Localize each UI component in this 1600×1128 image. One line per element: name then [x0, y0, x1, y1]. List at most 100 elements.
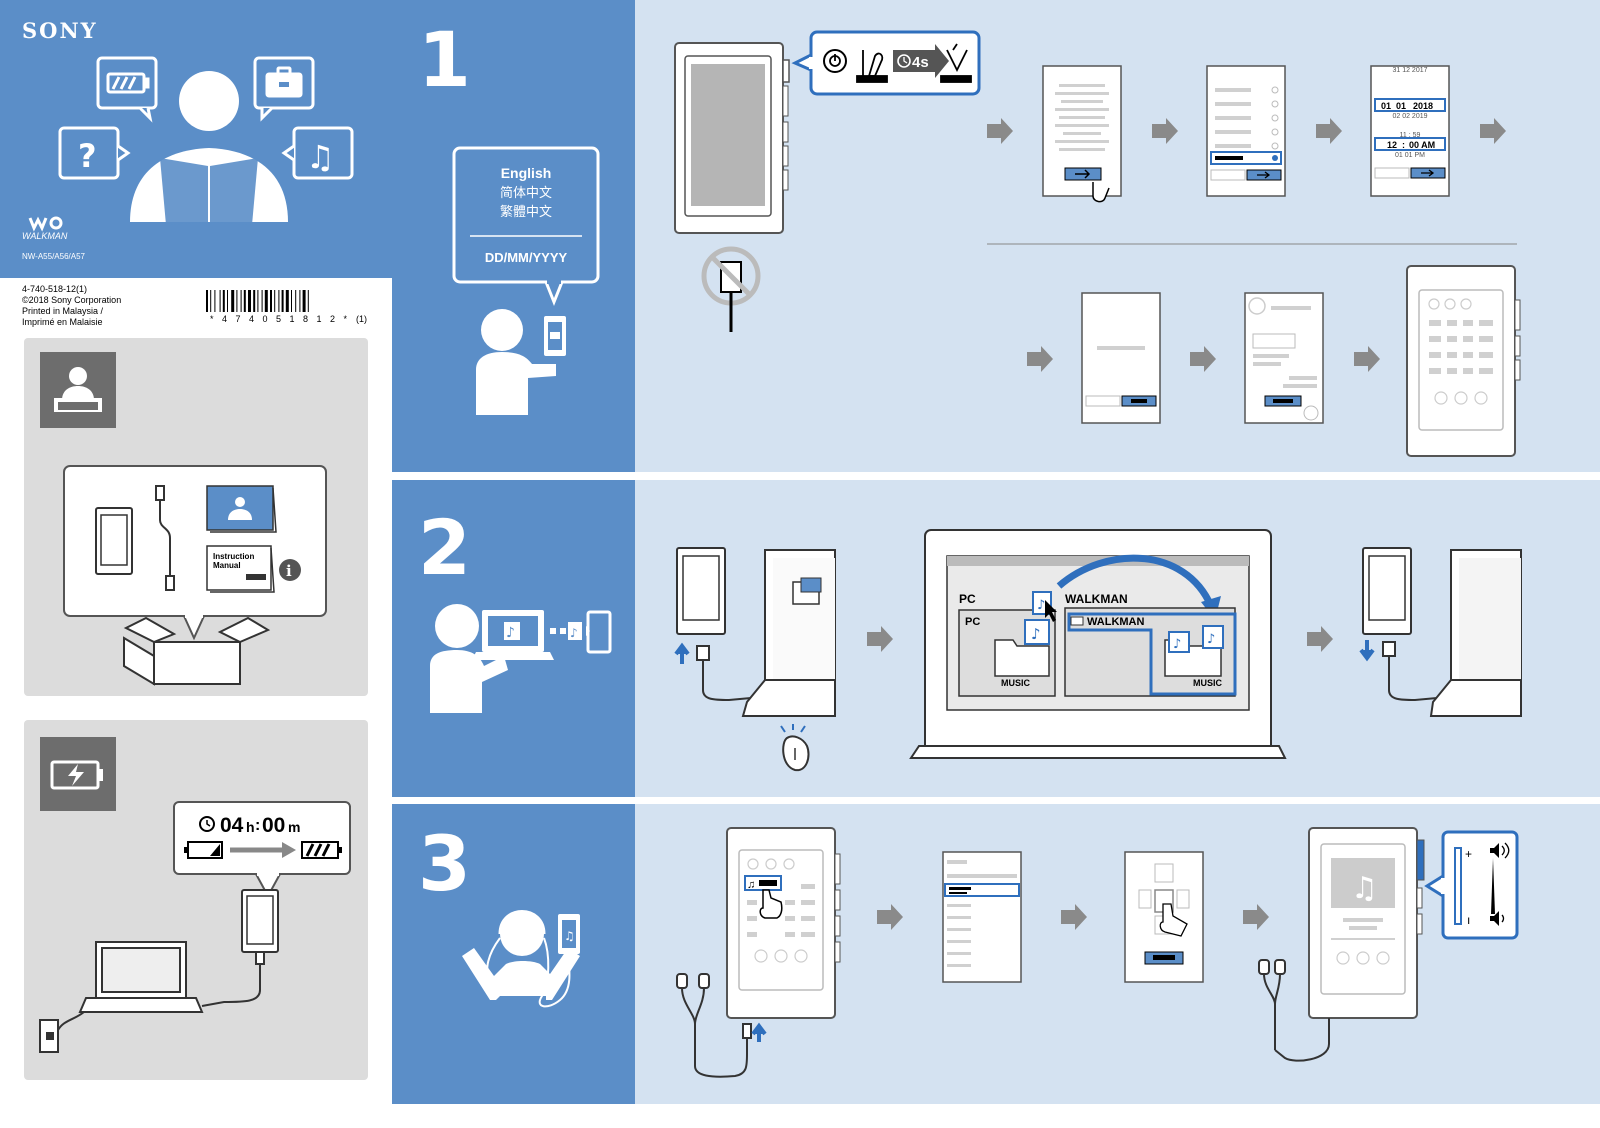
- svg-text:Instruction: Instruction: [213, 552, 254, 561]
- next-arrow-icon: [1190, 346, 1216, 372]
- next-arrow-icon: [987, 118, 1013, 144]
- lang-traditional: 繁體中文: [500, 204, 552, 220]
- step2-content: PC PC MUSIC ♪ ♪ WALKMAN: [635, 480, 1600, 797]
- barcode-bar: [243, 290, 246, 312]
- person-listening-icon: ♫: [462, 910, 580, 1008]
- person-with-laptop-icon: ♪: [430, 604, 554, 713]
- barcode-bar: [206, 290, 208, 312]
- music-file-icon: ♪: [1024, 619, 1050, 645]
- brand-illustration: SONY ? ♫: [22, 18, 354, 261]
- svg-text:02 02 2019: 02 02 2019: [1392, 113, 1427, 120]
- music-bubble-icon: ♫: [281, 126, 354, 180]
- question-bubble-icon: ?: [58, 126, 131, 180]
- barcode-bar: [285, 290, 289, 312]
- charging-battery-icon: [40, 737, 116, 811]
- walkman-device-icon: [95, 507, 133, 575]
- usb-cable-icon: [155, 485, 175, 591]
- pc-monitor-icon: [741, 549, 836, 717]
- language-bubble: English 简体中文 繁體中文 DD/MM/YYYY: [452, 146, 600, 307]
- drive-icon: [1070, 616, 1084, 626]
- svg-text:11 : 59: 11 : 59: [1400, 132, 1421, 139]
- battery-empty-icon: [184, 841, 223, 859]
- walkman-disconnect-icon: [1359, 547, 1522, 717]
- walkman-playing-icon: ♫: [1274, 827, 1425, 1062]
- barcode-bar: [253, 290, 256, 312]
- barcode-bar: [307, 290, 309, 312]
- barcode-bar: [222, 290, 225, 312]
- power-hold-bubble: 4s: [791, 30, 981, 96]
- barcode-bar: [231, 290, 235, 312]
- step-2-number: 2: [418, 503, 471, 592]
- screen-eula: [1042, 65, 1122, 203]
- tap-hand-icon: [1159, 903, 1188, 937]
- barcode-bar: [264, 290, 268, 312]
- time-hour: 12: [1387, 140, 1397, 150]
- lang-english: English: [501, 165, 552, 181]
- sony-logo: SONY: [22, 18, 98, 43]
- tap-hand-icon: [1092, 182, 1110, 203]
- pc-app-icon: [792, 577, 822, 605]
- cursor-icon: [1045, 600, 1057, 622]
- barcode-bar: [261, 290, 263, 312]
- svg-text:♪: ♪: [1037, 598, 1045, 613]
- svg-text::: :: [255, 817, 260, 834]
- power-button-icon: [823, 49, 847, 73]
- svg-text:+: +: [1465, 847, 1472, 861]
- svg-text:♫: ♫: [564, 929, 575, 943]
- mouse-click-icon: [780, 724, 810, 772]
- svg-text:4s: 4s: [912, 54, 929, 71]
- screen-account: [1244, 292, 1324, 424]
- svg-text:♫: ♫: [306, 138, 335, 176]
- battery-full-icon: [301, 841, 342, 859]
- barcode-bar: [291, 290, 292, 312]
- folder-music-right-icon: MUSIC ♪ ♪: [1164, 625, 1224, 688]
- barcode-bar: [295, 290, 297, 312]
- svg-text:?: ?: [78, 137, 97, 175]
- volume-up-icon: [1490, 842, 1510, 859]
- screen-date-time: 31 12 2017 01 01 2018 02 02 2019 11 : 59…: [1370, 65, 1450, 197]
- step-3-number: 3: [418, 819, 471, 908]
- barcode-suffix: (1): [356, 314, 367, 324]
- person-head-icon: [179, 71, 239, 131]
- laptop-icon: [78, 941, 204, 1013]
- svg-text:01 01 PM: 01 01 PM: [1395, 152, 1425, 159]
- svg-text:♪: ♪: [570, 626, 578, 640]
- up-arrow-icon: [751, 1022, 767, 1042]
- step1-panel: 1 English 简体中文 繁體中文 DD/MM/YYYY: [392, 0, 635, 472]
- volume-down-icon: [1490, 911, 1505, 926]
- open-book-left-icon: [160, 158, 208, 225]
- copyright-text: ©2018 Sony Corporation: [22, 295, 121, 305]
- barcode-bar: [281, 290, 284, 312]
- next-arrow-icon: [877, 904, 903, 930]
- time-minute: 00 AM: [1409, 140, 1435, 150]
- barcode-bar: [274, 290, 276, 312]
- charge-minutes: 00: [262, 814, 285, 837]
- date-year: 2018: [1413, 101, 1433, 111]
- barcode-bar: [210, 290, 212, 312]
- up-arrow-icon: [674, 642, 690, 664]
- printed-text-2: Imprimé en Malaisie: [22, 317, 103, 327]
- power-outlet-icon: [39, 1019, 59, 1053]
- box-contents-panel: Instruction Manual i: [24, 338, 368, 696]
- barcode-bar: [227, 290, 228, 312]
- dragging-file-icon: ♪: [1032, 591, 1057, 622]
- barcode-bar: [240, 290, 242, 312]
- album-art-icon: ♫: [1351, 871, 1378, 906]
- info-icon: i: [279, 559, 301, 581]
- drag-arrow-curve: [1056, 554, 1215, 608]
- walkman-menu-icon: ♫: [726, 827, 841, 1019]
- earphones-icon: [1258, 959, 1286, 1050]
- svg-text:♪: ♪: [1173, 637, 1181, 652]
- svg-text:♪: ♪: [506, 625, 515, 641]
- next-arrow-icon: [1354, 346, 1380, 372]
- printed-text-1: Printed in Malaysia /: [22, 306, 104, 316]
- barcode-bar: [302, 290, 306, 312]
- barcode-bar: [270, 290, 272, 312]
- quick-guide-icon: [206, 485, 277, 533]
- barcode-bar: [299, 290, 301, 312]
- charging-cable-icon: [201, 964, 261, 1007]
- barcode-bar: [214, 290, 216, 312]
- flow-arrows-row1b: [1027, 346, 1380, 372]
- next-arrow-icon: [1152, 118, 1178, 144]
- barcode-bar: [248, 290, 251, 312]
